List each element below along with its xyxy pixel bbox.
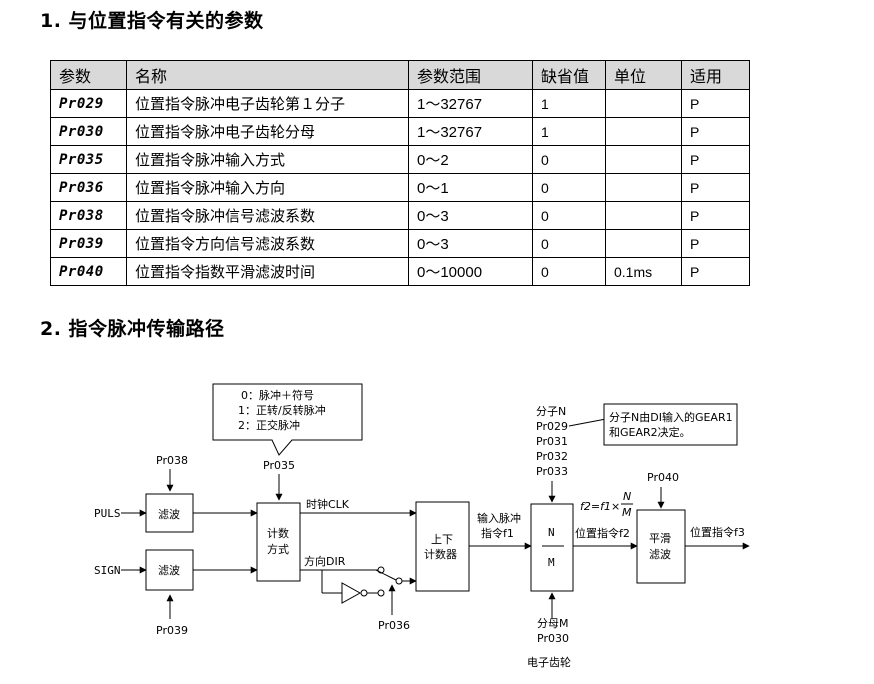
param-range: 1～32767: [408, 89, 533, 118]
updown-counter-box: [415, 501, 470, 592]
denominator-param: Pr030: [537, 632, 569, 645]
gear-m: M: [548, 556, 555, 569]
mode-line: 2：正交脉冲: [238, 418, 300, 432]
clk-label: 时钟CLK: [306, 497, 350, 511]
col-header-default: 缺省值: [532, 60, 606, 90]
formula-den: M: [622, 506, 632, 519]
pr040-label: Pr040: [647, 471, 679, 484]
param-unit: 0.1ms: [605, 257, 682, 286]
filter-label: 滤波: [158, 564, 180, 577]
f2-label: 位置指令f2: [575, 526, 630, 540]
pr036-label: Pr036: [378, 619, 410, 632]
param-name: 位置指令脉冲输入方向: [126, 173, 409, 202]
param-apply: P: [681, 173, 750, 202]
note-box: [603, 403, 738, 446]
mode-line: 0：脉冲＋符号: [241, 388, 314, 402]
table-row: Pr036 位置指令脉冲输入方向 0～1 0 P: [50, 173, 750, 202]
mode-line: 1：正转/反转脉冲: [238, 403, 326, 417]
dir-label: 方向DIR: [304, 554, 346, 568]
param-default: 0: [532, 201, 606, 230]
mode-callout: 0：脉冲＋符号 1：正转/反转脉冲 2：正交脉冲: [212, 383, 363, 456]
smooth-label: 滤波: [649, 548, 671, 561]
filter-label: 滤波: [158, 508, 180, 521]
numerator-param: Pr031: [536, 435, 568, 448]
count-mode-box: [256, 502, 301, 582]
section-title-path: 2. 指令脉冲传输路径: [40, 318, 225, 340]
smooth-filter-box: [636, 509, 686, 584]
col-header-unit: 单位: [605, 60, 682, 90]
param-name: 位置指令脉冲电子齿轮分母: [126, 117, 409, 146]
count-mode-label: 计数: [267, 527, 289, 540]
egear-label: 电子齿轮: [527, 655, 571, 669]
input-pulse-label: 指令f1: [481, 526, 514, 540]
table-row: Pr030 位置指令脉冲电子齿轮分母 1～32767 1 P: [50, 117, 750, 146]
param-range: 0～10000: [408, 257, 533, 286]
param-name: 位置指令指数平滑滤波时间: [126, 257, 409, 286]
dir-switch: [300, 566, 416, 604]
table-header-row: 参数 名称 参数范围 缺省值 单位 适用: [50, 60, 750, 90]
gear-n: N: [548, 526, 555, 539]
col-header-name: 名称: [126, 60, 409, 90]
param-apply: P: [681, 201, 750, 230]
note-text: 分子N由DI输入的GEAR1: [609, 410, 733, 424]
param-name: 位置指令脉冲电子齿轮第１分子: [126, 89, 409, 118]
param-apply: P: [681, 145, 750, 174]
note-connector: [568, 418, 607, 427]
pr039-label: Pr039: [156, 624, 188, 637]
gear-box: [530, 503, 574, 592]
f3-label: 位置指令f3: [690, 525, 745, 539]
pr035-label: Pr035: [263, 459, 295, 472]
sign-label: SIGN: [94, 564, 121, 577]
param-default: 0: [532, 257, 606, 286]
count-mode-label: 方式: [267, 542, 289, 556]
filter-box-top: [145, 493, 194, 533]
param-apply: P: [681, 257, 750, 286]
table-row: Pr038 位置指令脉冲信号滤波系数 0～3 0 P: [50, 201, 750, 230]
param-range: 0～3: [408, 229, 533, 258]
param-code: Pr040: [50, 257, 127, 286]
section-title-params: 1. 与位置指令有关的参数: [40, 10, 264, 32]
smooth-label: 平滑: [649, 532, 671, 545]
counter-label: 上下: [431, 533, 453, 546]
filter-box-bottom: [145, 549, 194, 591]
param-table: 参数 名称 参数范围 缺省值 单位 适用 Pr029 位置指令脉冲电子齿轮第１分…: [50, 60, 750, 286]
denominator-label: 分母M: [537, 617, 569, 630]
param-name: 位置指令脉冲输入方式: [126, 145, 409, 174]
numerator-param: Pr033: [536, 465, 568, 478]
pr038-label: Pr038: [156, 454, 188, 467]
col-header-range: 参数范围: [408, 60, 533, 90]
numerator-param: Pr032: [536, 450, 568, 463]
numerator-param: Pr029: [536, 420, 568, 433]
param-code: Pr029: [50, 89, 127, 118]
note-text: 和GEAR2决定。: [609, 425, 691, 439]
table-row: Pr040 位置指令指数平滑滤波时间 0～10000 0 0.1ms P: [50, 257, 750, 286]
puls-label: PULS: [94, 507, 121, 520]
counter-label: 计数器: [424, 548, 457, 561]
numerator-label: 分子N: [536, 405, 566, 418]
param-name: 位置指令脉冲信号滤波系数: [126, 201, 409, 230]
input-pulse-label: 输入脉冲: [477, 511, 521, 525]
formula-lhs: f2=f1×: [580, 500, 620, 513]
formula-num: N: [623, 490, 631, 503]
